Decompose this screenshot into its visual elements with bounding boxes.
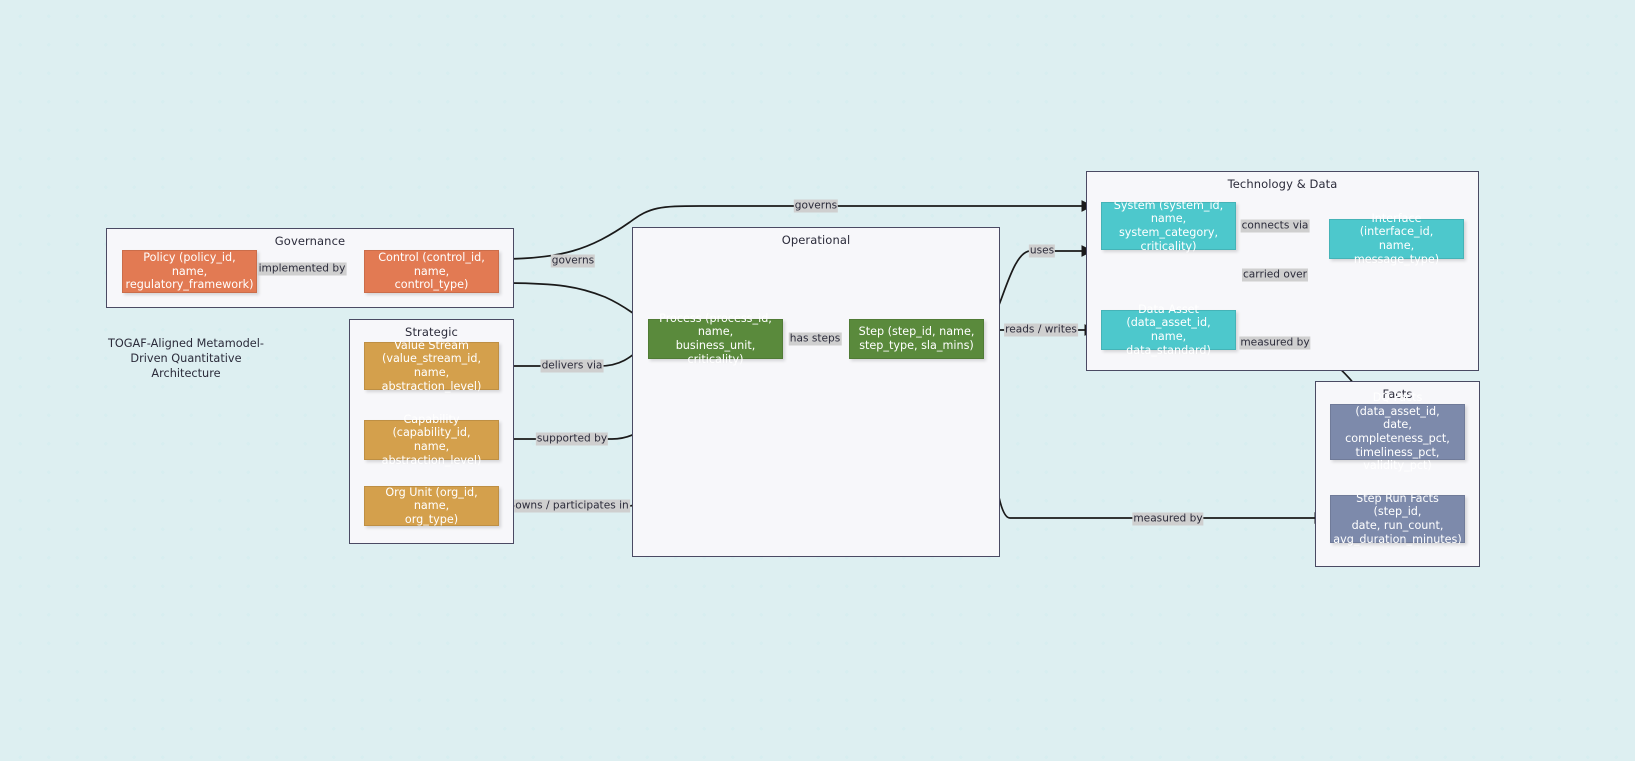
node-dq-facts-line-2: date, completeness_pct, [1345, 418, 1450, 445]
page-title: TOGAF-Aligned Metamodel- Driven Quantita… [101, 336, 271, 381]
cluster-technology-data-title: Technology & Data [1227, 177, 1338, 191]
node-step-run-facts-line-2: date, run_count, [1351, 519, 1444, 532]
node-step-run-facts[interactable]: Step Run Facts (step_id, date, run_count… [1330, 491, 1465, 546]
node-capability-line-1: Capability (capability_id, [392, 412, 471, 440]
node-capability-line-2: name, abstraction_level) [381, 440, 482, 467]
edge-measured-by-steprun [984, 351, 1327, 524]
node-control-line-1: Control (control_id, name, [378, 251, 485, 278]
edge-uses [984, 245, 1094, 331]
node-system[interactable]: System (system_id, name, system_category… [1101, 198, 1236, 253]
cluster-governance-title: Governance [274, 234, 346, 248]
edge-label-reads-writes: reads / writes [1004, 323, 1078, 337]
node-value-stream-line-2: (value_stream_id, name, [381, 352, 482, 379]
edge-label-uses: uses [1028, 244, 1056, 258]
node-process-line-2: business_unit, criticality) [675, 339, 756, 366]
node-value-stream-line-1: Value Stream [394, 338, 469, 352]
node-dq-facts[interactable]: DQ Facts (data_asset_id, date, completen… [1330, 391, 1465, 472]
node-policy-line-2: regulatory_framework) [125, 278, 254, 292]
node-interface[interactable]: Interface (interface_id, name, message_t… [1329, 212, 1464, 266]
node-process-line-1: Process (process_id, name, [659, 311, 772, 339]
node-system-line-2: system_category, [1118, 226, 1219, 239]
node-value-stream[interactable]: Value Stream (value_stream_id, name, abs… [364, 338, 499, 393]
page-title-line-2: Driven Quantitative [130, 352, 242, 366]
node-system-line-3: criticality) [1140, 239, 1197, 253]
page-title-line-1: TOGAF-Aligned Metamodel- [108, 337, 264, 350]
node-org-unit-line-2: org_type) [404, 512, 459, 526]
node-dq-facts-line-4: validity_pct) [1363, 459, 1432, 473]
node-org-unit-line-1: Org Unit (org_id, name, [385, 485, 478, 513]
node-data-asset-line-2: name, data_standard) [1126, 330, 1211, 357]
node-org-unit[interactable]: Org Unit (org_id, name, org_type) [364, 486, 499, 526]
node-interface-line-1: Interface (interface_id, [1359, 211, 1434, 239]
edge-label-delivers-via: delivers via [540, 359, 604, 373]
node-data-asset-line-1: Data Asset (data_asset_id, [1126, 302, 1211, 330]
cluster-facts-title: Facts [1382, 387, 1413, 401]
cluster-operational-title: Operational [781, 233, 851, 247]
edge-label-carried-over: carried over [1241, 268, 1309, 282]
node-policy-line-1: Policy (policy_id, name, [143, 251, 236, 278]
edge-label-connects-via: connects via [1240, 219, 1310, 233]
cluster-operational[interactable]: Operational [632, 227, 1000, 557]
edge-label-governs-system: governs [793, 199, 839, 213]
node-step-line-1: Step (step_id, name, [858, 325, 975, 339]
node-capability[interactable]: Capability (capability_id, name, abstrac… [364, 413, 499, 467]
node-dq-facts-line-1: DQ Facts (data_asset_id, [1355, 391, 1440, 418]
node-step-line-2: step_type, sla_mins) [859, 339, 974, 352]
node-process[interactable]: Process (process_id, name, business_unit… [648, 312, 783, 366]
edge-label-supported-by: supported by [535, 432, 609, 446]
edge-label-governs-process: governs [550, 254, 596, 268]
node-system-line-1: System (system_id, name, [1113, 198, 1224, 226]
edge-label-implemented-by: implemented by [257, 262, 347, 276]
edge-label-owns-participates: owns / participates in [514, 499, 630, 513]
cluster-strategic-title: Strategic [405, 325, 458, 339]
node-step-run-facts-line-3: avg_duration_minutes) [1333, 532, 1462, 546]
node-value-stream-line-3: abstraction_level) [381, 379, 482, 393]
node-step-run-facts-line-1: Step Run Facts (step_id, [1356, 491, 1439, 519]
node-control-line-2: control_type) [394, 278, 469, 292]
node-dq-facts-line-3: timeliness_pct, [1355, 445, 1440, 459]
node-control[interactable]: Control (control_id, name, control_type) [364, 250, 499, 293]
edge-label-measured-by-dq: measured by [1239, 336, 1311, 350]
edge-label-has-steps: has steps [788, 332, 842, 346]
page-title-line-3: Architecture [151, 367, 221, 381]
node-interface-line-2: name, message_type) [1353, 239, 1440, 266]
node-data-asset[interactable]: Data Asset (data_asset_id, name, data_st… [1101, 303, 1236, 357]
edge-label-measured-by-steprun: measured by [1132, 512, 1204, 526]
node-policy[interactable]: Policy (policy_id, name, regulatory_fram… [122, 250, 257, 293]
node-step[interactable]: Step (step_id, name, step_type, sla_mins… [849, 319, 984, 359]
